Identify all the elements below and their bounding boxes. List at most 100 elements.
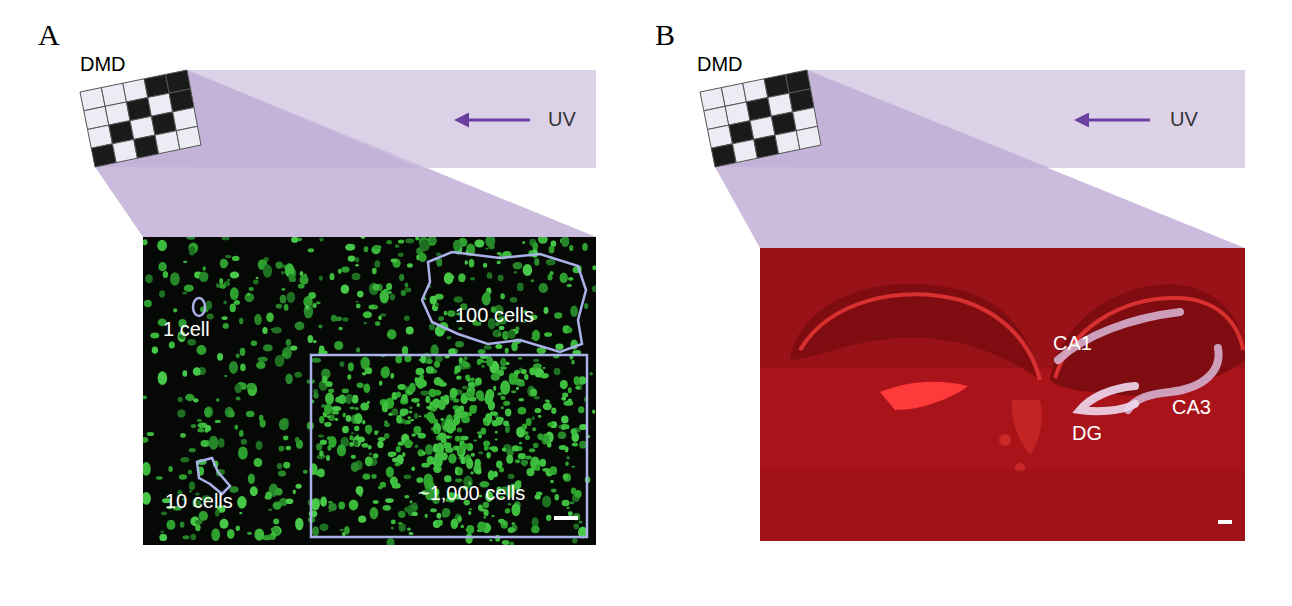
cell: [358, 516, 366, 523]
cell: [558, 432, 567, 440]
cell: [538, 237, 548, 244]
cell: [241, 383, 247, 390]
cell: [391, 527, 394, 530]
cell: [550, 466, 557, 475]
cell: [295, 321, 305, 330]
cell: [334, 341, 343, 350]
cell: [247, 532, 252, 535]
cell: [524, 374, 528, 380]
cell: [469, 508, 472, 510]
cell: [160, 531, 164, 533]
mirror-cell: [155, 131, 180, 154]
cell: [397, 392, 401, 398]
cell: [437, 513, 442, 519]
cell: [433, 465, 442, 473]
cell: [562, 500, 570, 507]
cell: [273, 519, 279, 525]
cell: [589, 372, 593, 376]
cell: [449, 423, 456, 431]
cell: [449, 436, 452, 439]
cell: [532, 427, 536, 431]
cell: [215, 420, 221, 423]
cell: [398, 522, 403, 525]
cell: [342, 389, 349, 394]
cell: [508, 474, 515, 479]
cell: [568, 511, 573, 516]
cell: [217, 353, 223, 361]
cell: [486, 452, 490, 458]
cell: [460, 436, 469, 441]
region-outline: [197, 458, 230, 494]
cell: [308, 335, 314, 343]
cell: [318, 325, 322, 329]
cell: [259, 415, 264, 421]
cell: [543, 367, 546, 369]
cell: [404, 507, 413, 513]
cell: [364, 322, 367, 324]
cell: [384, 433, 390, 439]
cell: [398, 442, 404, 446]
cell: [356, 301, 359, 303]
cell: [442, 511, 447, 518]
cell: [183, 535, 190, 539]
cell: [530, 388, 537, 396]
cell: [193, 367, 201, 376]
cell: [365, 456, 373, 466]
cell: [240, 364, 246, 372]
cell: [502, 448, 507, 452]
cell: [459, 405, 464, 412]
cell: [189, 246, 195, 255]
cell: [427, 456, 435, 465]
cell: [319, 276, 323, 281]
cell: [570, 306, 578, 317]
device-label: DMD: [697, 53, 743, 75]
cell: [408, 416, 411, 419]
cell: [506, 455, 513, 464]
cell: [575, 386, 580, 390]
cell: [551, 488, 557, 492]
cell: [193, 398, 198, 402]
cell: [483, 422, 487, 426]
cell: [387, 538, 395, 545]
cell: [592, 285, 596, 292]
cell: [168, 466, 173, 472]
cell: [312, 303, 316, 308]
region-label: 1 cell: [163, 318, 210, 340]
cell: [493, 386, 496, 388]
cell: [227, 279, 231, 281]
cell: [478, 397, 485, 401]
cell: [311, 358, 321, 363]
cell: [360, 402, 369, 410]
cell: [335, 396, 343, 402]
cell: [281, 271, 285, 274]
cell: [507, 527, 515, 533]
cell: [485, 248, 489, 250]
cell: [532, 416, 535, 420]
cell: [391, 259, 398, 263]
cell: [351, 462, 359, 472]
cell: [543, 403, 552, 411]
cell: [365, 367, 373, 374]
cell: [230, 304, 236, 313]
cell: [199, 511, 208, 521]
cell: [143, 492, 151, 505]
cell: [465, 533, 472, 544]
mirror-cell: [134, 135, 159, 158]
cell: [483, 263, 487, 268]
cell: [451, 518, 459, 529]
region-label: DG: [1072, 422, 1102, 444]
cell: [568, 387, 572, 393]
cell: [517, 382, 525, 387]
cell: [328, 389, 334, 394]
cell: [524, 431, 528, 435]
cell: [513, 262, 523, 270]
cell: [551, 408, 556, 414]
cell: [409, 532, 414, 535]
cell: [348, 255, 356, 261]
cell: [419, 416, 422, 418]
cell: [372, 268, 377, 274]
cell: [178, 397, 183, 402]
cell: [156, 476, 163, 480]
cell: [379, 381, 383, 386]
